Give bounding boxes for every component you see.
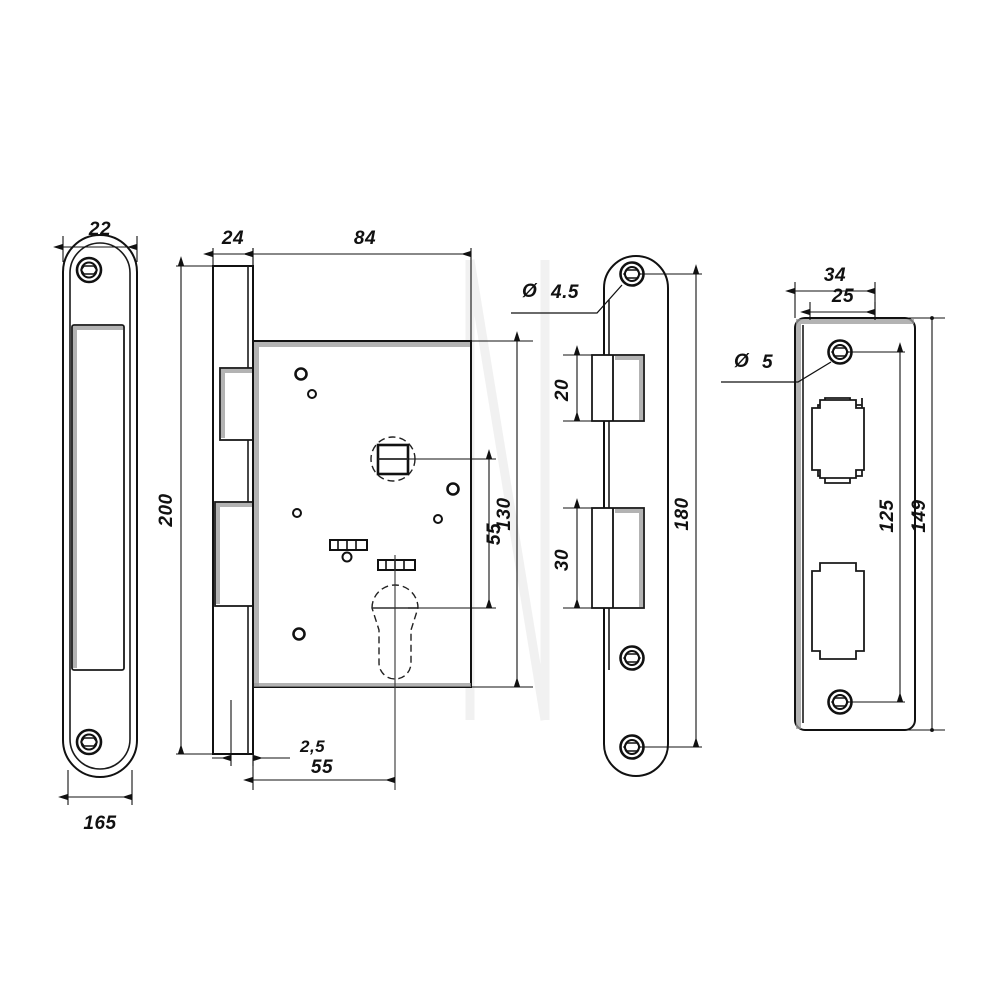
dead-bolt-window [214, 501, 254, 607]
dim-25-label: 25 [831, 286, 854, 307]
dim-149: 149 [875, 316, 945, 732]
adjustment-slot-upper [329, 539, 368, 551]
dim-165: 165 [58, 770, 133, 834]
dead-bolt-shadow [216, 503, 252, 604]
dim-20-label: 20 [552, 379, 573, 402]
dim-55-horizontal: 55 [243, 757, 395, 790]
dim-2-5: 2,5 [212, 700, 325, 766]
dim-2-5-label: 2,5 [299, 737, 325, 756]
dim-200-label: 200 [156, 493, 177, 527]
dim-84: 84 [243, 228, 472, 340]
diameter-symbol-5: Ø [734, 351, 750, 372]
dim-84-label: 84 [354, 228, 376, 249]
dim-22-label: 22 [88, 219, 111, 240]
diameter-5-callout: Ø 5 [721, 351, 832, 383]
dim-130-label: 130 [494, 497, 515, 530]
dim-24: 24 [203, 228, 254, 268]
dim-25: 25 [800, 286, 876, 320]
dim-130: 130 [471, 331, 533, 688]
lock-case-bottom-shadow [254, 683, 471, 687]
dim-125: 125 [848, 342, 905, 703]
diameter-4-5-callout: Ø 4.5 [511, 281, 623, 314]
diameter-symbol-4-5: Ø [522, 281, 538, 302]
screw-hole-top [75, 256, 103, 284]
latch-cutout-frame [811, 399, 865, 479]
dim-34: 34 [785, 265, 876, 320]
view-faceplate-front: 22 165 [53, 219, 138, 834]
dim-55-vertical-label: 55 [484, 523, 505, 545]
dim-55-vertical: 55 [408, 449, 505, 609]
dim-22: 22 [53, 219, 138, 262]
view-lock-body-side: 24 84 200 130 55 [156, 228, 533, 790]
dim-55-horizontal-label: 55 [311, 757, 333, 778]
dim-149-label: 149 [909, 499, 930, 532]
dim-30: 30 [552, 498, 612, 609]
dim-165-label: 165 [83, 813, 116, 834]
dim-200: 200 [156, 256, 213, 755]
screw-hole-bottom [75, 728, 103, 756]
view-faceplate-edge: Ø 4.5 20 30 180 [511, 255, 702, 777]
diameter-5-label: 5 [762, 352, 773, 373]
dim-20: 20 [552, 345, 612, 422]
dim-180-label: 180 [672, 497, 693, 530]
adjustment-slot-lower [377, 559, 416, 571]
dim-125-label: 125 [877, 499, 898, 532]
dim-30-label: 30 [552, 549, 573, 571]
latch-bolt-shadow [221, 369, 252, 438]
bolt-cutout [811, 562, 865, 660]
dim-34-label: 34 [824, 265, 846, 286]
diameter-4-5-label: 4.5 [550, 282, 579, 303]
latch-bolt-projection [591, 354, 645, 422]
case-rivet-holes [292, 367, 460, 641]
lock-case-outline [252, 340, 472, 688]
faceplate-slot [71, 324, 125, 671]
screw-hole-middle [619, 645, 645, 671]
dim-180: 180 [640, 264, 702, 748]
view-strike-plate: 34 25 Ø 5 125 149 [721, 265, 945, 732]
dim-24-label: 24 [221, 228, 244, 249]
dead-bolt-projection [591, 507, 645, 609]
